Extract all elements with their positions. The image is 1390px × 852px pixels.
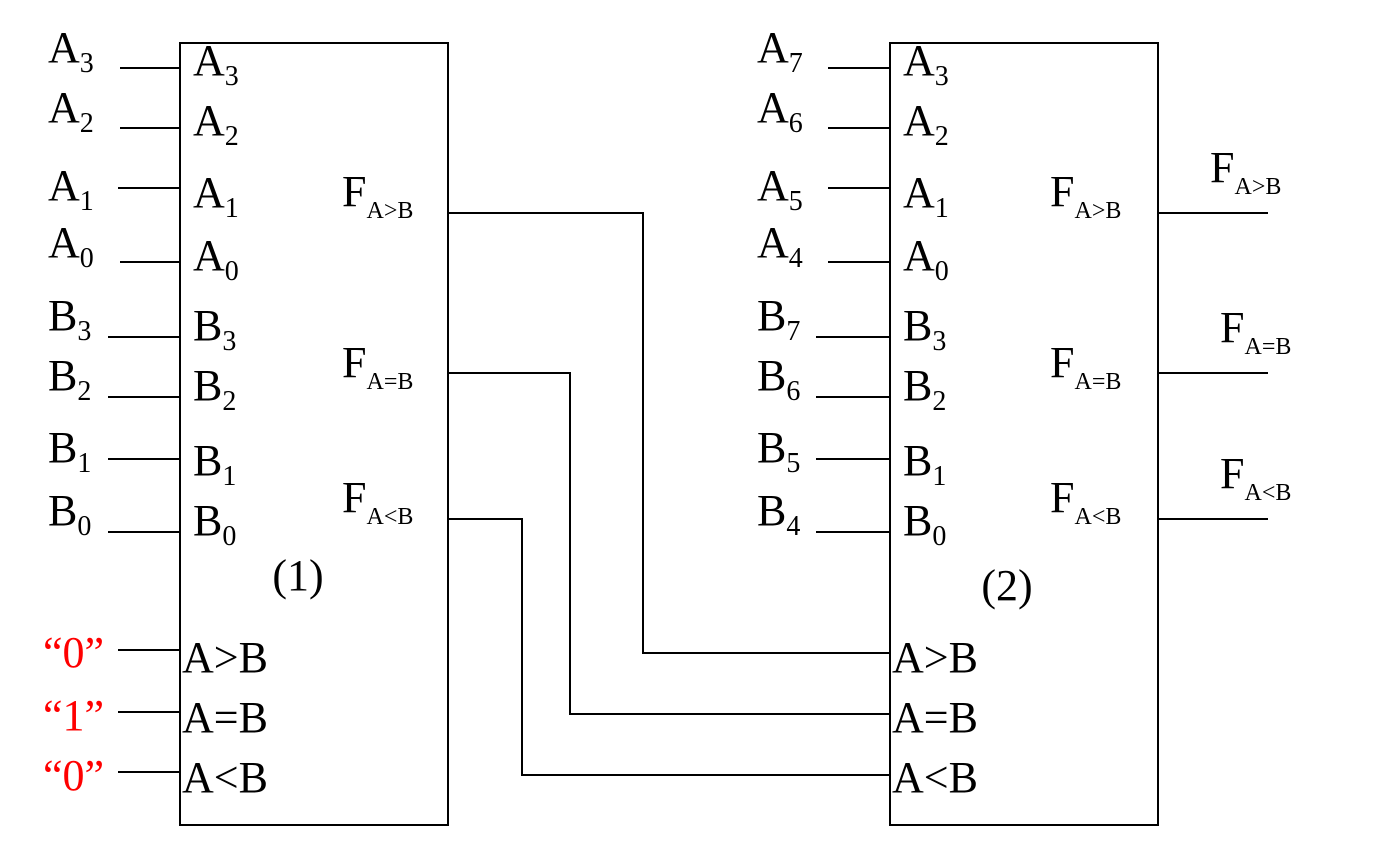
wire-lt-cascade (448, 518, 890, 776)
chip-1-cascade-eq-label: A=B (182, 693, 268, 742)
chip-2-pin-4: B3 (903, 301, 946, 357)
chip-1-out-gt: FA>B (342, 167, 413, 224)
chip-1-input-wires (108, 67, 180, 773)
chip-2-pin-labels: A3 A2 A1 A0 B3 B2 B1 B0 (903, 36, 949, 552)
chip-1-const-gt: “0” (43, 628, 104, 677)
final-out-lt: FA<B (1220, 449, 1291, 506)
chip-1-pin-5: B2 (193, 361, 236, 417)
chip-1-ext-in-5: B2 (48, 351, 91, 407)
chip-2-pin-5: B2 (903, 361, 946, 417)
chip-1-pin-3: A0 (193, 231, 239, 287)
chip-2-body (889, 42, 1159, 826)
chip-1-pin-labels: A3 A2 A1 A0 B3 B2 B1 B0 (193, 36, 239, 552)
final-out-gt: FA>B (1210, 143, 1281, 200)
chip-2-pin-2: A1 (903, 168, 949, 224)
chip-2-ext-in-7: B4 (757, 486, 800, 542)
chip-2-pin-6: B1 (903, 436, 946, 492)
chip-2-out-lt: FA<B (1050, 473, 1121, 530)
chip-1-ext-in-1: A2 (48, 83, 94, 139)
chip-1-pin-0: A3 (193, 36, 239, 92)
wire-gt-cascade (448, 212, 890, 654)
chip-1-const-lt: “0” (43, 751, 104, 800)
chip-2-out-gt: FA>B (1050, 167, 1121, 224)
chip-1-ext-in-4: B3 (48, 291, 91, 347)
chip-2-external-input-labels: A7 A6 A5 A4 B7 B6 B5 B4 (757, 23, 803, 542)
chip-2-ext-in-5: B6 (757, 351, 800, 407)
chip-1-pin-7: B0 (193, 496, 236, 552)
chip-1-pin-1: A2 (193, 96, 239, 152)
chip-1-ext-in-2: A1 (48, 161, 94, 217)
chip-2-cascade-lt-label: A<B (892, 753, 978, 802)
chip-2-ext-in-3: A4 (757, 218, 803, 274)
chip-2-cascade-inputs: A>B A=B A<B (892, 633, 978, 802)
chip-1-ext-in-3: A0 (48, 218, 94, 274)
chip-1-out-eq: FA=B (342, 338, 413, 395)
chip-2-ext-in-4: B7 (757, 291, 800, 347)
final-output-labels: FA>B FA=B FA<B (1210, 143, 1291, 506)
chip-2-pin-3: A0 (903, 231, 949, 287)
wire-eq-cascade (448, 372, 890, 715)
chip-2-output-wires (1158, 212, 1268, 520)
chip-1-ext-in-6: B1 (48, 423, 91, 479)
chip-2-out-eq: FA=B (1050, 338, 1121, 395)
chip-1-body (179, 42, 449, 826)
chip-1-ext-in-0: A3 (48, 23, 94, 79)
chip-1-cascade-inputs: “0” “1” “0” A>B A=B A<B (43, 628, 268, 802)
chip-2-ext-in-6: B5 (757, 423, 800, 479)
chip-1-pin-2: A1 (193, 168, 239, 224)
chip-1-cascade-lt-label: A<B (182, 753, 268, 802)
chip-1-pin-4: B3 (193, 301, 236, 357)
chip-1-external-input-labels: A3 A2 A1 A0 B3 B2 B1 B0 (48, 23, 94, 542)
chip-2-ext-in-2: A5 (757, 161, 803, 217)
chip-2-pin-7: B0 (903, 496, 946, 552)
chip-2-caption: (2) (981, 561, 1032, 610)
chip-1-pin-6: B1 (193, 436, 236, 492)
chip-2: A7 A6 A5 A4 B7 B6 B5 B4 A3 A2 A1 A0 B3 B… (757, 23, 1291, 826)
chip-2-pin-0: A3 (903, 36, 949, 92)
chip-2-output-labels: FA>B FA=B FA<B (1050, 167, 1121, 530)
chip-2-cascade-gt-label: A>B (892, 633, 978, 682)
chip-1: A3 A2 A1 A0 B3 B2 B1 B0 A3 A2 A (43, 23, 449, 826)
chip-2-ext-in-1: A6 (757, 83, 803, 139)
chip-1-caption: (1) (272, 551, 323, 600)
chip-2-input-wires (816, 67, 890, 533)
chip-1-ext-in-7: B0 (48, 486, 91, 542)
chip-1-out-lt: FA<B (342, 473, 413, 530)
chip-1-const-eq: “1” (43, 691, 104, 740)
chip-1-cascade-gt-label: A>B (182, 633, 268, 682)
chip-2-pin-1: A2 (903, 96, 949, 152)
cascade-connections (448, 212, 890, 776)
chip-2-ext-in-0: A7 (757, 23, 803, 79)
chip-2-cascade-eq-label: A=B (892, 693, 978, 742)
final-out-eq: FA=B (1220, 303, 1291, 360)
chip-1-output-labels: FA>B FA=B FA<B (342, 167, 413, 530)
